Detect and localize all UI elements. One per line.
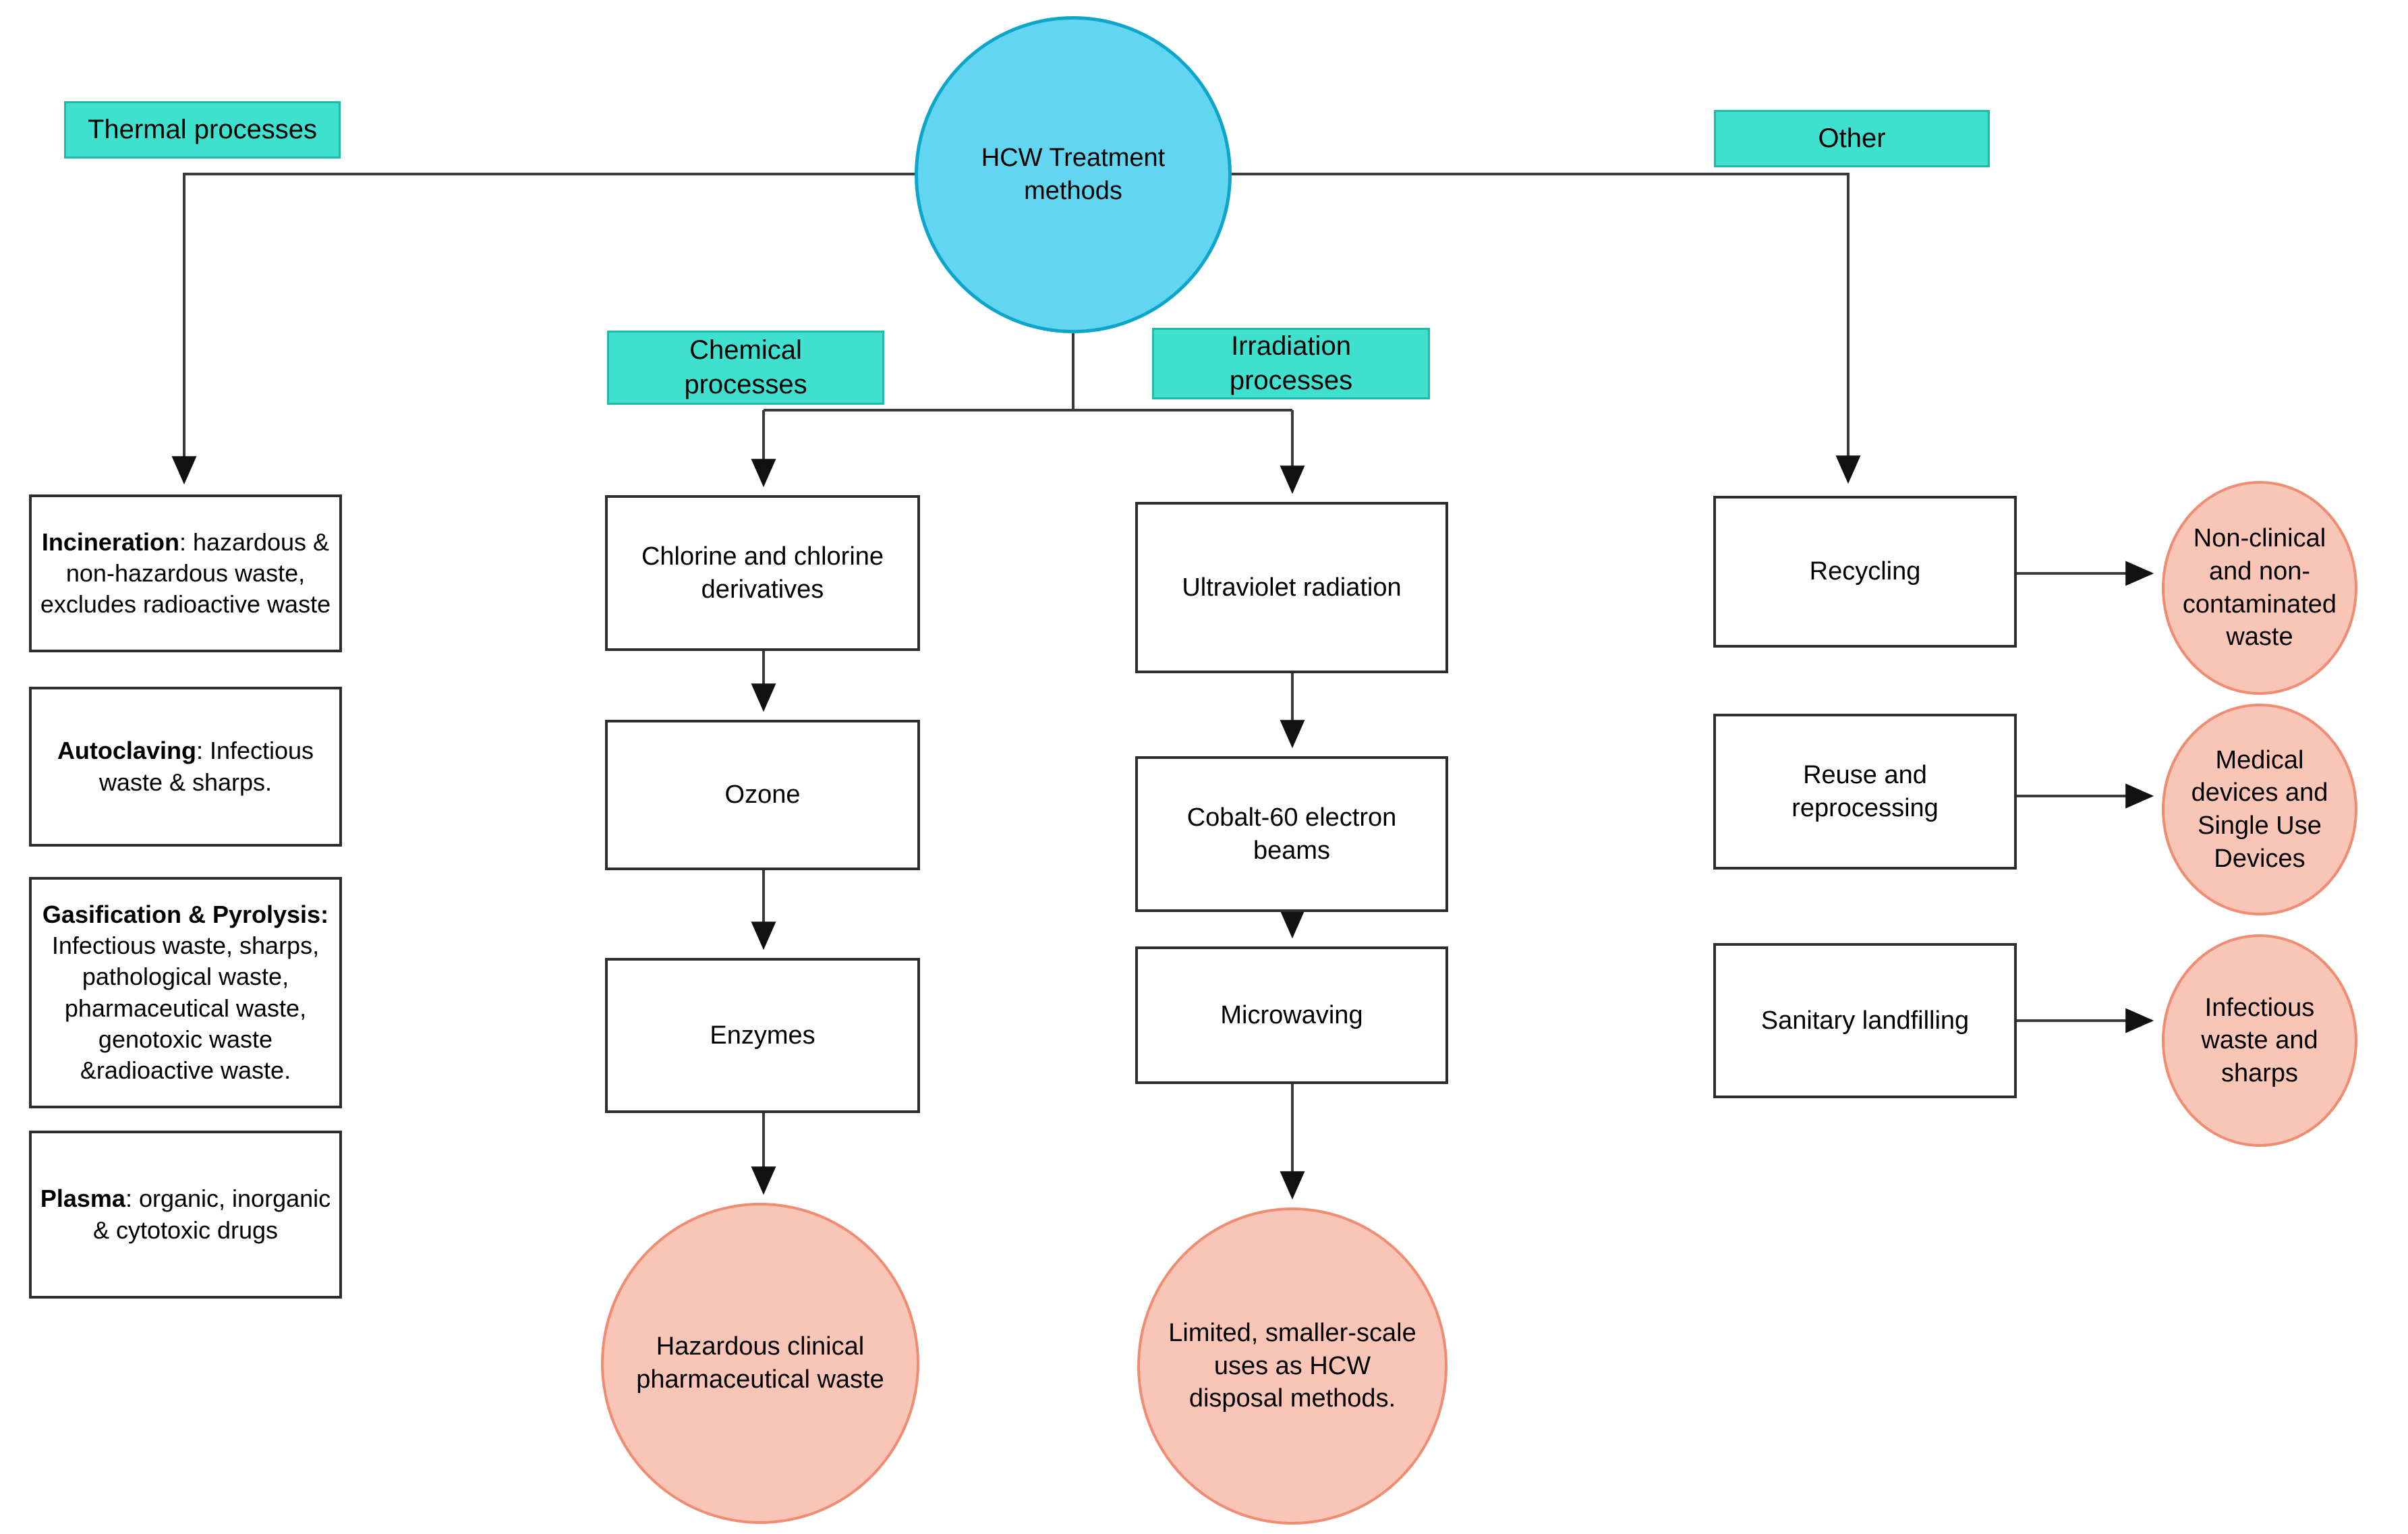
thermal-box-gasification-pyrolysis-text: Gasification & Pyrolysis: Infectious was… bbox=[33, 899, 338, 1085]
category-label-irradiation: Irradiation processes bbox=[1152, 328, 1430, 399]
other-box-recycling: Recycling bbox=[1713, 496, 2017, 648]
thermal-box-autoclaving-text: Autoclaving: Infectious waste & sharps. bbox=[33, 735, 338, 797]
chemical-box-ozone: Ozone bbox=[605, 720, 920, 870]
thermal-box-autoclaving: Autoclaving: Infectious waste & sharps. bbox=[29, 687, 342, 847]
other-outcome-infectious-waste: Infectious waste and sharps bbox=[2162, 934, 2357, 1147]
irradiation-box-cobalt60: Cobalt-60 electron beams bbox=[1135, 756, 1448, 912]
thermal-box-incineration-text: Incineration: hazardous & non-hazardous … bbox=[33, 527, 338, 620]
root-node-hcw-treatment-methods: HCW Treatment methods bbox=[915, 16, 1232, 333]
thermal-box-plasma: Plasma: organic, inorganic & cytotoxic d… bbox=[29, 1131, 342, 1299]
chemical-box-chlorine: Chlorine and chlorine derivatives bbox=[605, 495, 920, 651]
other-outcome-nonclinical-waste: Non-clinical and non- contaminated waste bbox=[2162, 481, 2357, 695]
category-label-other: Other bbox=[1714, 110, 1990, 167]
irradiation-box-ultraviolet: Ultraviolet radiation bbox=[1135, 502, 1448, 673]
edge-root-to-thermal bbox=[171, 173, 915, 485]
thermal-box-plasma-text: Plasma: organic, inorganic & cytotoxic d… bbox=[33, 1183, 338, 1245]
thermal-box-incineration: Incineration: hazardous & non-hazardous … bbox=[29, 494, 342, 652]
irradiation-outcome-circle: Limited, smaller-scale uses as HCW dispo… bbox=[1137, 1208, 1447, 1525]
thermal-box-gasification-pyrolysis-lead: Gasification & Pyrolysis: bbox=[42, 901, 329, 929]
thermal-box-gasification-pyrolysis: Gasification & Pyrolysis: Infectious was… bbox=[29, 877, 342, 1108]
irradiation-box-microwaving: Microwaving bbox=[1135, 946, 1448, 1084]
chemical-box-enzymes: Enzymes bbox=[605, 958, 920, 1113]
other-box-reuse-reprocessing: Reuse and reprocessing bbox=[1713, 714, 2017, 870]
thermal-box-incineration-rest: : hazardous & non-hazardous waste, exclu… bbox=[40, 528, 331, 619]
other-outcome-medical-devices: Medical devices and Single Use Devices bbox=[2162, 704, 2357, 915]
thermal-box-plasma-rest: : organic, inorganic & cytotoxic drugs bbox=[92, 1185, 331, 1244]
thermal-box-incineration-lead: Incineration bbox=[41, 528, 179, 556]
category-label-thermal: Thermal processes bbox=[64, 101, 341, 159]
thermal-box-autoclaving-rest: : Infectious waste & sharps. bbox=[98, 737, 314, 796]
thermal-box-autoclaving-lead: Autoclaving bbox=[57, 737, 196, 765]
thermal-box-gasification-pyrolysis-rest: Infectious waste, sharps, pathological w… bbox=[51, 932, 320, 1084]
thermal-box-plasma-lead: Plasma bbox=[40, 1185, 125, 1213]
other-box-sanitary-landfilling: Sanitary landfilling bbox=[1713, 943, 2017, 1098]
chemical-outcome-circle: Hazardous clinical pharmaceutical waste bbox=[601, 1203, 919, 1524]
edge-root-to-other bbox=[1232, 173, 1861, 484]
category-label-chemical: Chemical processes bbox=[607, 331, 884, 405]
